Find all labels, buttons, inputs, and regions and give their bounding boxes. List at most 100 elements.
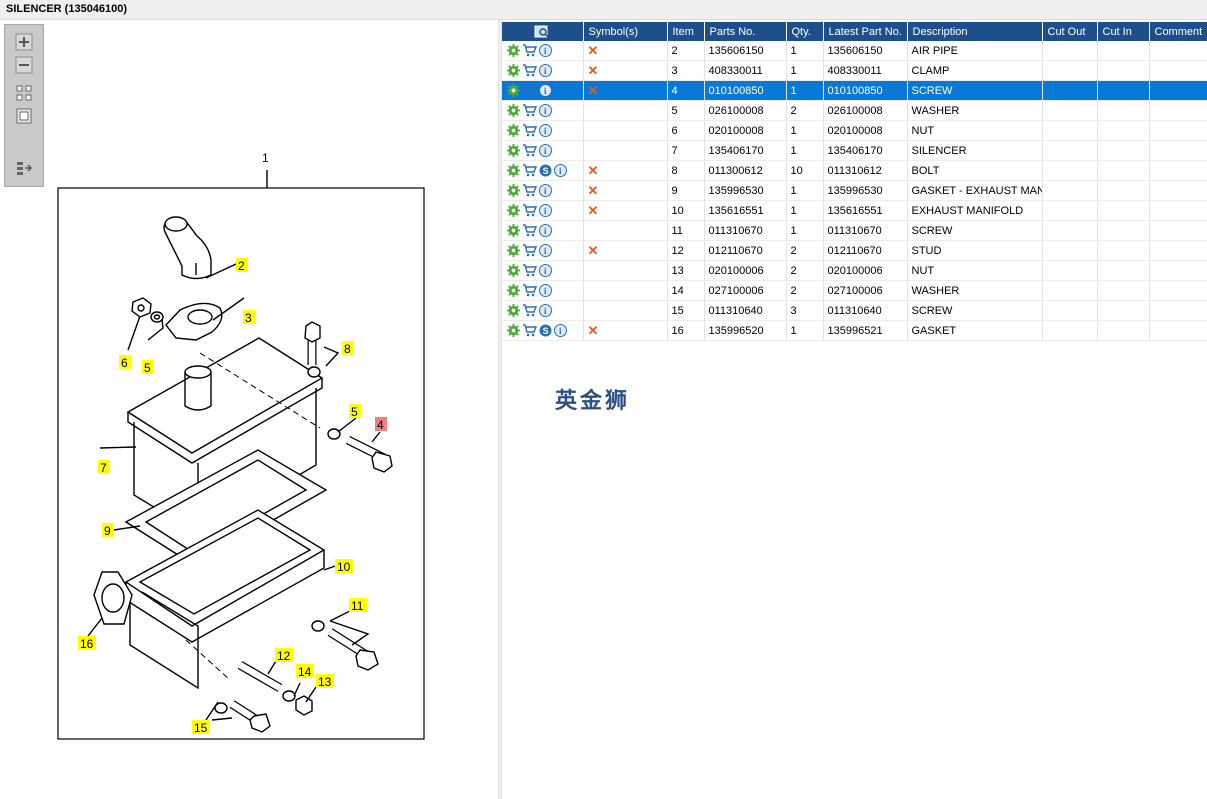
callout-8[interactable]: 8 <box>344 342 351 356</box>
callout-4[interactable]: 4 <box>377 418 384 432</box>
info-icon[interactable]: i <box>539 284 552 297</box>
row-comment-cell <box>1149 220 1207 241</box>
callout-6[interactable]: 6 <box>121 356 128 370</box>
info-icon[interactable]: i <box>554 164 567 177</box>
cart-icon[interactable] <box>522 224 537 237</box>
settings-gear-icon[interactable] <box>507 124 520 137</box>
callout-9[interactable]: 9 <box>104 524 111 538</box>
settings-gear-icon[interactable] <box>507 284 520 297</box>
search-grid-icon[interactable] <box>534 25 550 39</box>
column-header-symbols[interactable]: Symbol(s) <box>583 22 668 41</box>
settings-gear-icon[interactable] <box>507 304 520 317</box>
cart-icon[interactable] <box>522 164 537 177</box>
cart-icon[interactable] <box>522 104 537 117</box>
s-badge-icon[interactable]: S <box>539 164 552 177</box>
callout-5-upper[interactable]: 5 <box>351 405 358 419</box>
settings-gear-icon[interactable] <box>507 104 520 117</box>
s-badge-icon[interactable]: S <box>539 324 552 337</box>
info-icon[interactable]: i <box>539 244 552 257</box>
settings-gear-icon[interactable] <box>507 204 520 217</box>
toggle-list-icon[interactable] <box>15 159 33 177</box>
callout-12[interactable]: 12 <box>277 649 291 663</box>
pane-splitter[interactable] <box>498 20 502 799</box>
info-icon[interactable]: i <box>539 84 552 97</box>
cart-icon[interactable] <box>522 244 537 257</box>
column-header-tools[interactable] <box>502 22 584 41</box>
settings-gear-icon[interactable] <box>507 144 520 157</box>
callout-11[interactable]: 11 <box>351 599 364 613</box>
settings-gear-icon[interactable] <box>507 224 520 237</box>
callout-3[interactable]: 3 <box>245 311 252 325</box>
callout-5-lower[interactable]: 5 <box>144 361 151 375</box>
callout-16[interactable]: 16 <box>80 637 94 651</box>
column-header-latest-part-no[interactable]: Latest Part No. <box>823 22 908 41</box>
column-header-cut-out[interactable]: Cut Out <box>1042 22 1098 41</box>
cart-icon[interactable] <box>522 44 537 57</box>
settings-gear-icon[interactable] <box>507 244 520 257</box>
info-icon[interactable]: i <box>539 104 552 117</box>
callout-10[interactable]: 10 <box>337 560 351 574</box>
column-header-qty[interactable]: Qty. <box>786 22 824 41</box>
settings-gear-icon[interactable] <box>507 84 520 97</box>
zoom-out-icon[interactable] <box>15 56 33 74</box>
row-qty-cell: 1 <box>786 120 824 141</box>
info-icon[interactable]: i <box>539 304 552 317</box>
info-icon[interactable]: i <box>539 224 552 237</box>
column-header-comment[interactable]: Comment <box>1149 22 1207 41</box>
info-icon[interactable]: i <box>539 144 552 157</box>
cart-icon[interactable] <box>522 264 537 277</box>
info-icon[interactable]: i <box>539 64 552 77</box>
cart-icon[interactable] <box>522 64 537 77</box>
settings-gear-icon[interactable] <box>507 264 520 277</box>
fit-all-icon[interactable] <box>15 84 33 102</box>
callout-15[interactable]: 15 <box>194 721 208 735</box>
info-icon[interactable]: i <box>539 44 552 57</box>
zoom-in-icon[interactable] <box>15 33 33 51</box>
info-icon[interactable]: i <box>554 324 567 337</box>
column-header-description[interactable]: Description <box>907 22 1043 41</box>
svg-text:i: i <box>544 146 547 156</box>
settings-gear-icon[interactable] <box>507 164 520 177</box>
cart-icon[interactable] <box>522 284 537 297</box>
callout-7[interactable]: 7 <box>100 461 107 475</box>
column-header-item[interactable]: Item <box>667 22 705 41</box>
settings-gear-icon[interactable] <box>507 64 520 77</box>
info-icon[interactable]: i <box>539 184 552 197</box>
info-icon[interactable]: i <box>539 264 552 277</box>
row-comment-cell <box>1149 60 1207 81</box>
fit-window-icon[interactable] <box>15 107 33 125</box>
cart-icon[interactable] <box>522 84 537 97</box>
cart-icon[interactable] <box>522 304 537 317</box>
column-header-parts-no[interactable]: Parts No. <box>704 22 787 41</box>
table-header-row: Symbol(s) Item Parts No. Qty. Latest Par… <box>502 22 1207 41</box>
callout-2[interactable]: 2 <box>238 259 245 273</box>
info-icon[interactable]: i <box>539 124 552 137</box>
cart-icon[interactable] <box>522 144 537 157</box>
callout-14[interactable]: 14 <box>298 665 312 679</box>
settings-gear-icon[interactable] <box>507 324 520 337</box>
info-icon[interactable]: i <box>539 204 552 217</box>
column-header-cut-in[interactable]: Cut In <box>1097 22 1150 41</box>
settings-gear-icon[interactable] <box>507 44 520 57</box>
cart-icon[interactable] <box>522 204 537 217</box>
cart-icon[interactable] <box>522 324 537 337</box>
cart-icon[interactable] <box>522 124 537 137</box>
cart-icon[interactable] <box>522 184 537 197</box>
settings-gear-icon[interactable] <box>507 184 520 197</box>
callout-13[interactable]: 13 <box>318 675 332 689</box>
